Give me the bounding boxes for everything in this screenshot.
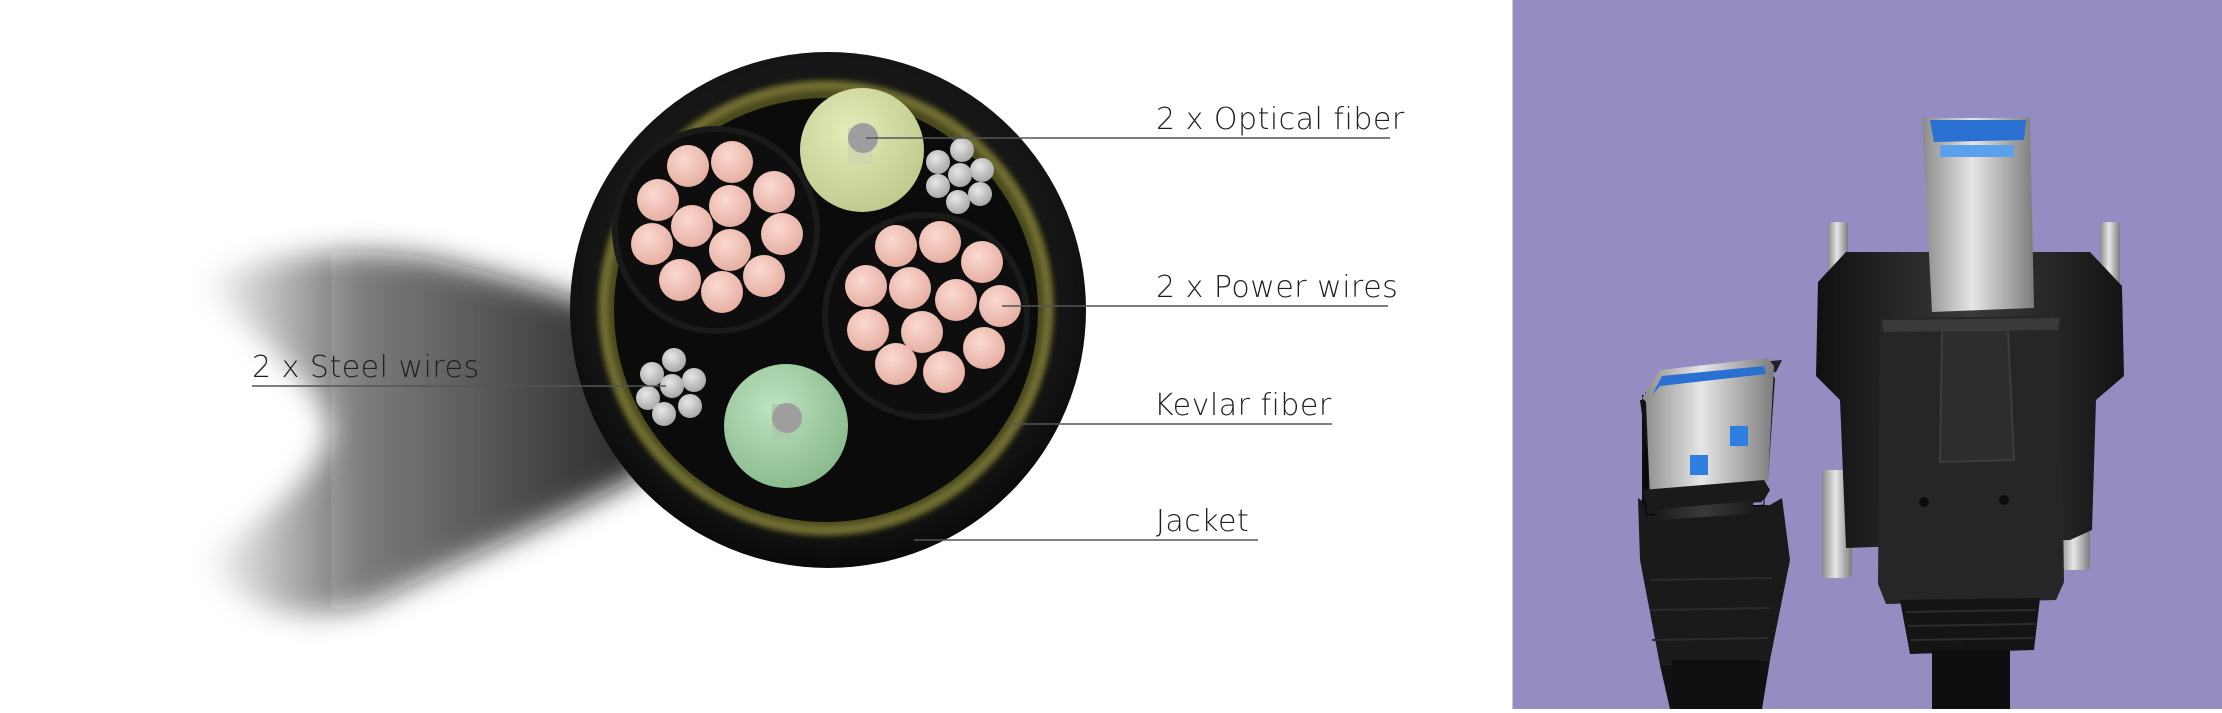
- usb-a-metal-plug: [1642, 358, 1774, 510]
- label-power-wires: 2 x Power wires: [1156, 270, 1399, 305]
- optical-fiber-1: [800, 88, 924, 212]
- usb-a-hole-right: [1730, 426, 1748, 446]
- label-steel-wires: 2 x Steel wires: [252, 350, 480, 385]
- cable-tail: [200, 251, 650, 615]
- kevlar-ring: [600, 82, 1052, 534]
- usb-b-connector: [1816, 118, 2124, 709]
- label-optical-fiber: 2 x Optical fiber: [1156, 102, 1405, 137]
- steel-wire-bundle-1: [926, 138, 994, 214]
- power-wire-2: [822, 212, 1030, 420]
- cable-cross-section: [570, 52, 1086, 568]
- power-wire-1: [612, 126, 820, 334]
- steel-wire-bundle-2: [636, 348, 706, 426]
- label-jacket: Jacket: [1156, 504, 1250, 539]
- label-kevlar-fiber: Kevlar fiber: [1154, 388, 1332, 423]
- leader-lines: [252, 137, 1390, 541]
- optical-fiber-2: [724, 364, 848, 488]
- usb-a-hole-left: [1690, 455, 1708, 475]
- usb-a-cable: [1672, 660, 1760, 709]
